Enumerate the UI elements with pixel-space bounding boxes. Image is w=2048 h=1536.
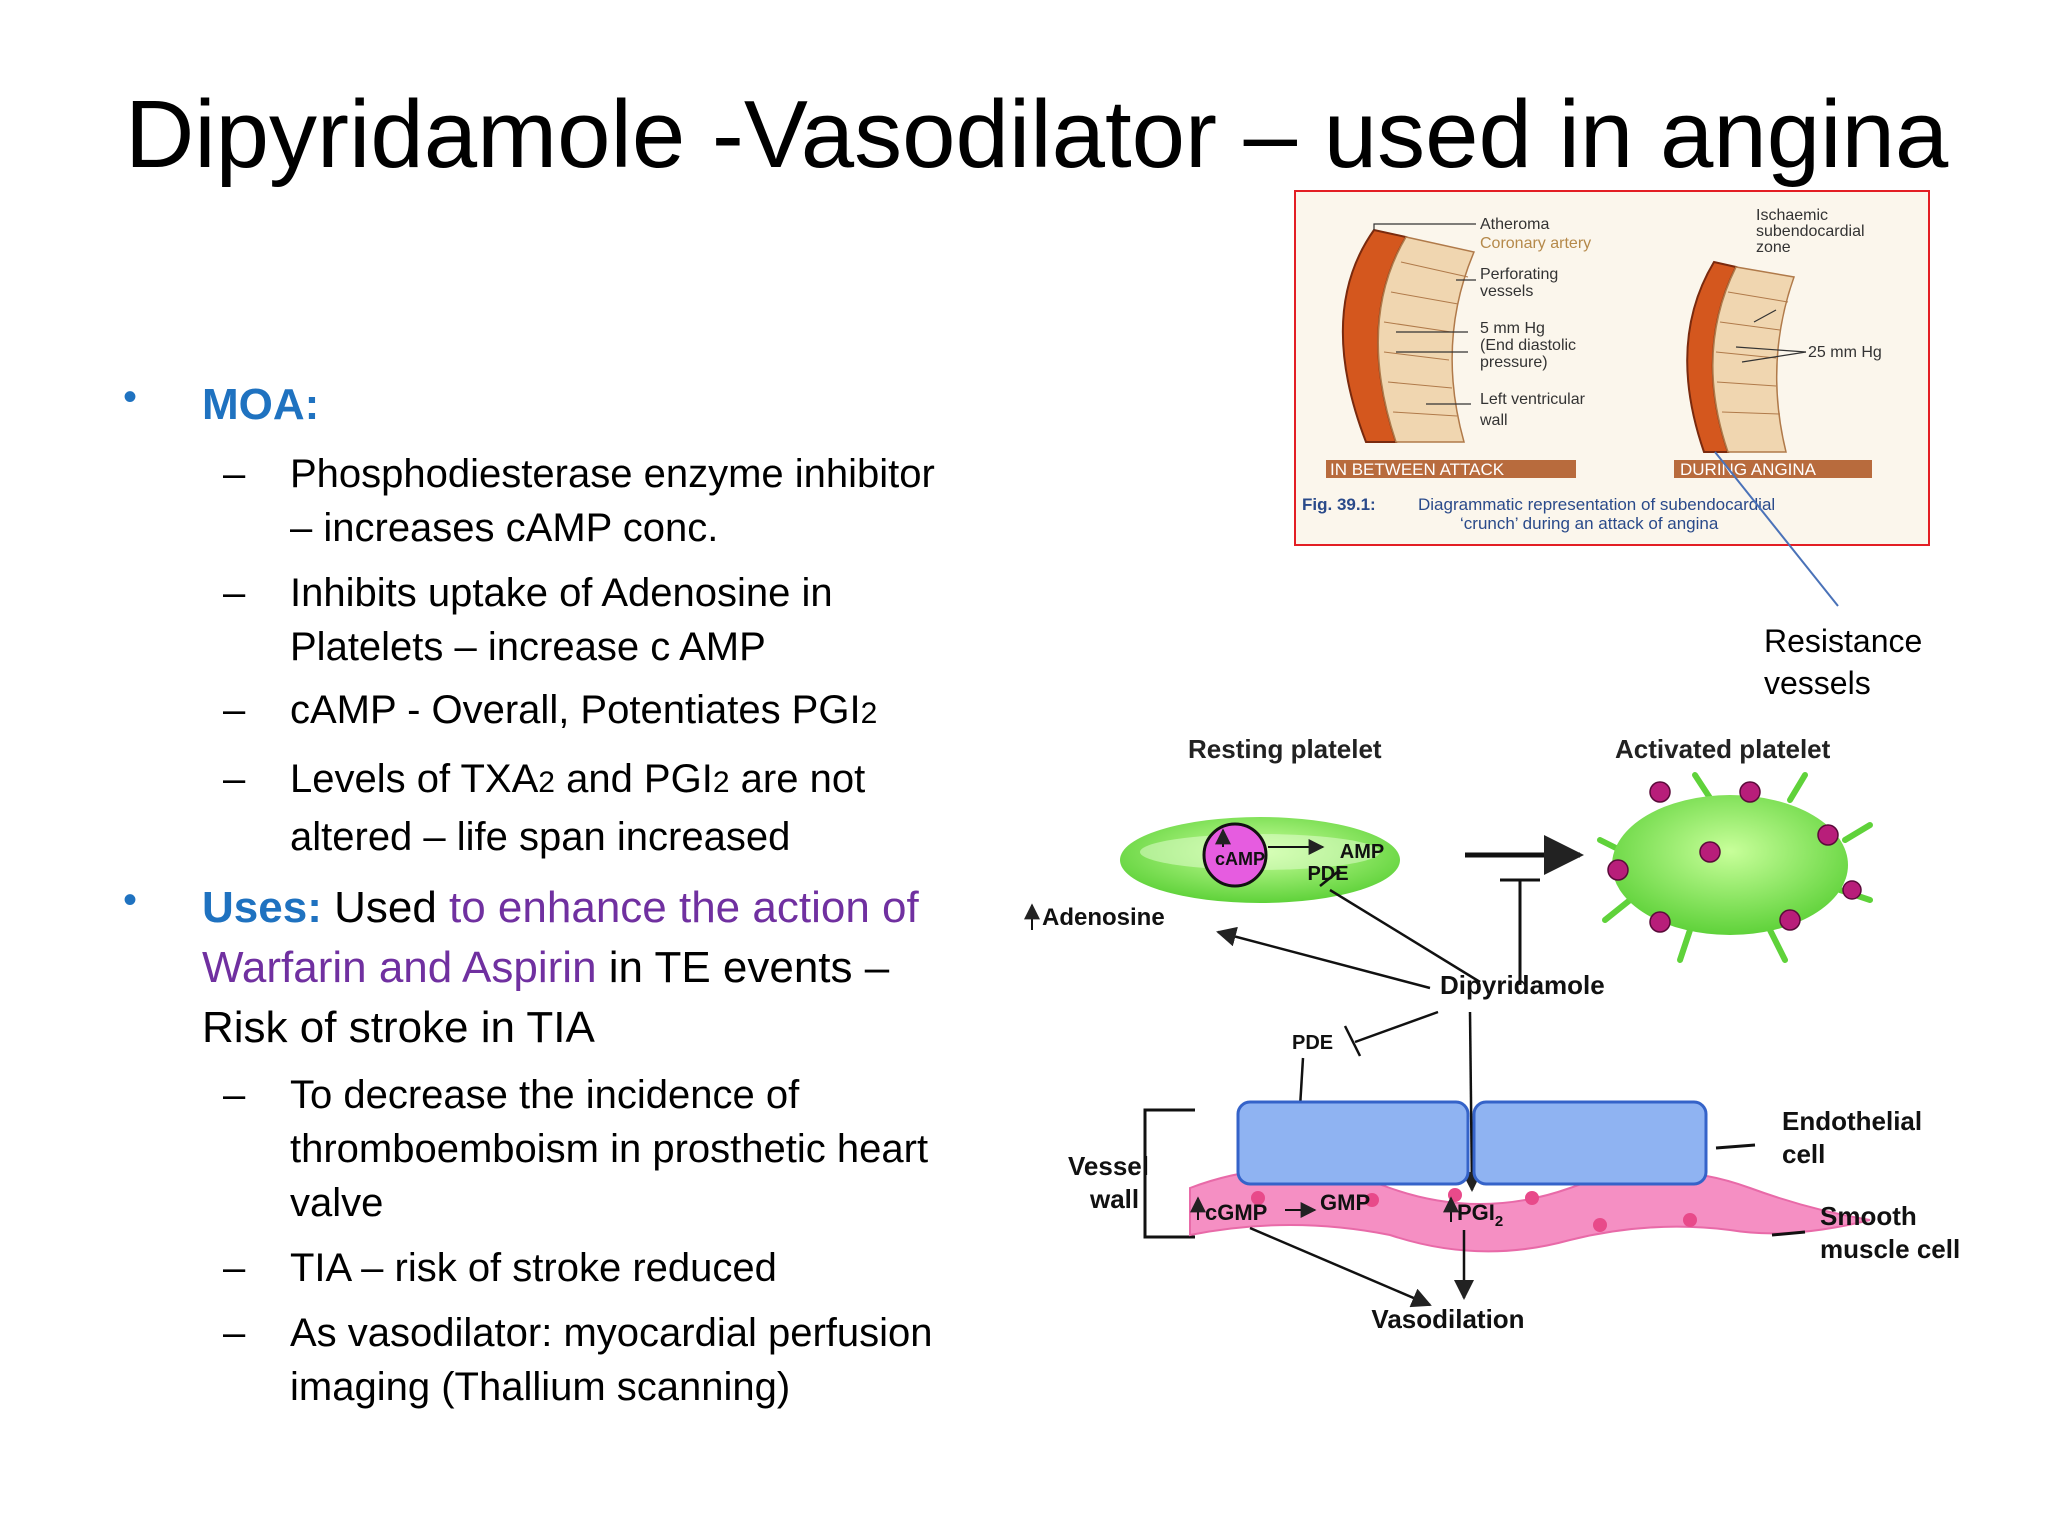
label-pde-2: PDE — [1292, 1032, 1333, 1054]
label-lv-1: Left ventricular — [1480, 391, 1586, 408]
bullet-dot: • — [123, 878, 138, 922]
bullet-list: • MOA: – Phosphodiesterase enzyme inhibi… — [120, 375, 1000, 1414]
moa-item-4-a: Levels of TXA — [290, 757, 539, 801]
platelet-diagram: Resting platelet Activated platelet cAMP… — [1024, 734, 1960, 1334]
moa-item-3-sub: 2 — [860, 697, 878, 730]
moa-item-1: – Phosphodiesterase enzyme inhibitor – i… — [223, 452, 935, 550]
smooth-muscle-layer — [1189, 1168, 1871, 1253]
moa-item-3: – cAMP - Overall, Potentiates PGI2 — [223, 688, 878, 732]
uses-item-1-line-1: To decrease the incidence of — [290, 1073, 800, 1117]
vessel-bracket — [1143, 1108, 1195, 1239]
label-coronary: Coronary artery — [1480, 235, 1591, 252]
label-smooth-2: muscle cell — [1820, 1234, 1960, 1264]
label-vessel-1: Vessel — [1068, 1151, 1149, 1181]
label-adenosine: Adenosine — [1042, 904, 1165, 931]
between-banner — [1326, 460, 1576, 478]
angina-figure: Atheroma Coronary artery Perforating ves… — [1294, 190, 1930, 546]
uses-item-3: – As vasodilator: myocardial perfusion i… — [223, 1311, 933, 1409]
moa-item-3-text: cAMP - Overall, Potentiates PGI — [290, 688, 861, 732]
label-pressure-2: (End diastolic — [1480, 337, 1576, 354]
moa-item-4-c: and PGI — [554, 757, 713, 801]
uses-t5: Risk of stroke in TIA — [202, 1003, 595, 1052]
label-camp: cAMP — [1215, 849, 1265, 869]
uses-item-2: – TIA – risk of stroke reduced — [223, 1246, 777, 1290]
caption-line-1: Diagrammatic representation of subendoca… — [1418, 495, 1775, 514]
resistance-line-1: Resistance — [1764, 623, 1923, 659]
label-vasodilation: Vasodilation — [1371, 1304, 1524, 1334]
uses-label: Uses: — [202, 883, 322, 932]
label-amp: AMP — [1340, 841, 1384, 863]
label-activated: Activated platelet — [1615, 734, 1831, 764]
label-dipyridamole: Dipyridamole — [1440, 970, 1605, 1000]
label-during: DURING ANGINA — [1680, 460, 1817, 479]
moa-item-2: – Inhibits uptake of Adenosine in Platel… — [223, 571, 833, 669]
uses-item-3-line-2: imaging (Thallium scanning) — [290, 1365, 791, 1409]
artery-diagram-left — [1341, 228, 1476, 443]
resistance-label: Resistance vessels — [1764, 620, 1922, 704]
caption-line-2: ‘crunch’ during an attack of angina — [1460, 514, 1719, 533]
label-pressure-1: 5 mm Hg — [1480, 320, 1545, 337]
endothelial-cell-1 — [1236, 1100, 1470, 1186]
activated-platelet — [1597, 772, 1873, 963]
label-ischaemic-3: zone — [1756, 239, 1791, 256]
artery-diagram-right — [1686, 260, 1796, 453]
label-vessel-2: wall — [1089, 1184, 1139, 1214]
label-pressure-3: pressure) — [1480, 354, 1548, 371]
moa-item-4-d: 2 — [712, 766, 730, 799]
label-pgi: PGI2 — [1457, 1200, 1503, 1230]
slide-title: Dipyridamole -Vasodilator – used in angi… — [125, 81, 1949, 188]
resistance-line-2: vessels — [1764, 665, 1871, 701]
uses-item-3-line-1: As vasodilator: myocardial perfusion — [290, 1311, 933, 1355]
label-cgmp: cGMP — [1205, 1200, 1267, 1225]
uses-item-1: – To decrease the incidence of thromboem… — [223, 1073, 929, 1225]
label-perforating-1: Perforating — [1480, 266, 1558, 283]
uses-item-2-line-1: TIA – risk of stroke reduced — [290, 1246, 777, 1290]
label-ischaemic-2: subendocardial — [1756, 223, 1865, 240]
label-ischaemic-1: Ischaemic — [1756, 207, 1828, 224]
label-lv-2: wall — [1479, 412, 1508, 429]
endothelial-cell-2 — [1472, 1100, 1708, 1186]
uses-t3: Warfarin and Aspirin — [202, 943, 597, 992]
label-resting: Resting platelet — [1188, 734, 1382, 764]
label-between: IN BETWEEN ATTACK — [1330, 460, 1505, 479]
moa-label: MOA: — [202, 380, 320, 429]
uses-text: Uses: Used to enhance the action of Warf… — [202, 878, 1000, 1058]
uses-t2: to enhance the action of — [449, 883, 919, 932]
moa-item-4-b: 2 — [538, 766, 555, 799]
moa-bullet: • MOA: — [120, 375, 1000, 435]
label-endo-1: Endothelial — [1782, 1106, 1922, 1136]
moa-item-2-line-1: Inhibits uptake of Adenosine in — [290, 571, 833, 615]
label-25mmhg: 25 mm Hg — [1808, 344, 1882, 361]
moa-item-1-line-2: – increases cAMP conc. — [290, 506, 719, 550]
label-pde: PDE — [1307, 863, 1348, 885]
uses-t4: in TE events – — [596, 943, 890, 992]
moa-item-2-line-2: Platelets – increase c AMP — [290, 625, 766, 669]
label-endo-2: cell — [1782, 1139, 1825, 1169]
moa-item-4-line-2: altered – life span increased — [290, 815, 791, 859]
uses-t1: Used — [321, 883, 450, 932]
moa-item-1-line-1: Phosphodiesterase enzyme inhibitor — [290, 452, 935, 496]
label-smooth-1: Smooth — [1820, 1201, 1917, 1231]
label-atheroma: Atheroma — [1480, 216, 1549, 233]
uses-bullet: • Uses: Used to enhance the action of Wa… — [120, 878, 1000, 1058]
moa-item-4-e: are not — [729, 757, 866, 801]
bullet-dot: • — [123, 375, 138, 419]
during-banner — [1674, 460, 1872, 478]
uses-item-1-line-3: valve — [290, 1181, 384, 1225]
label-gmp: GMP — [1320, 1190, 1370, 1215]
label-perforating-2: vessels — [1480, 283, 1533, 300]
moa-item-4: – Levels of TXA2 and PGI2 are not altere… — [223, 757, 866, 859]
uses-item-1-line-2: thromboemboism in prosthetic heart — [290, 1127, 929, 1171]
caption-fig: Fig. 39.1: — [1302, 495, 1376, 514]
